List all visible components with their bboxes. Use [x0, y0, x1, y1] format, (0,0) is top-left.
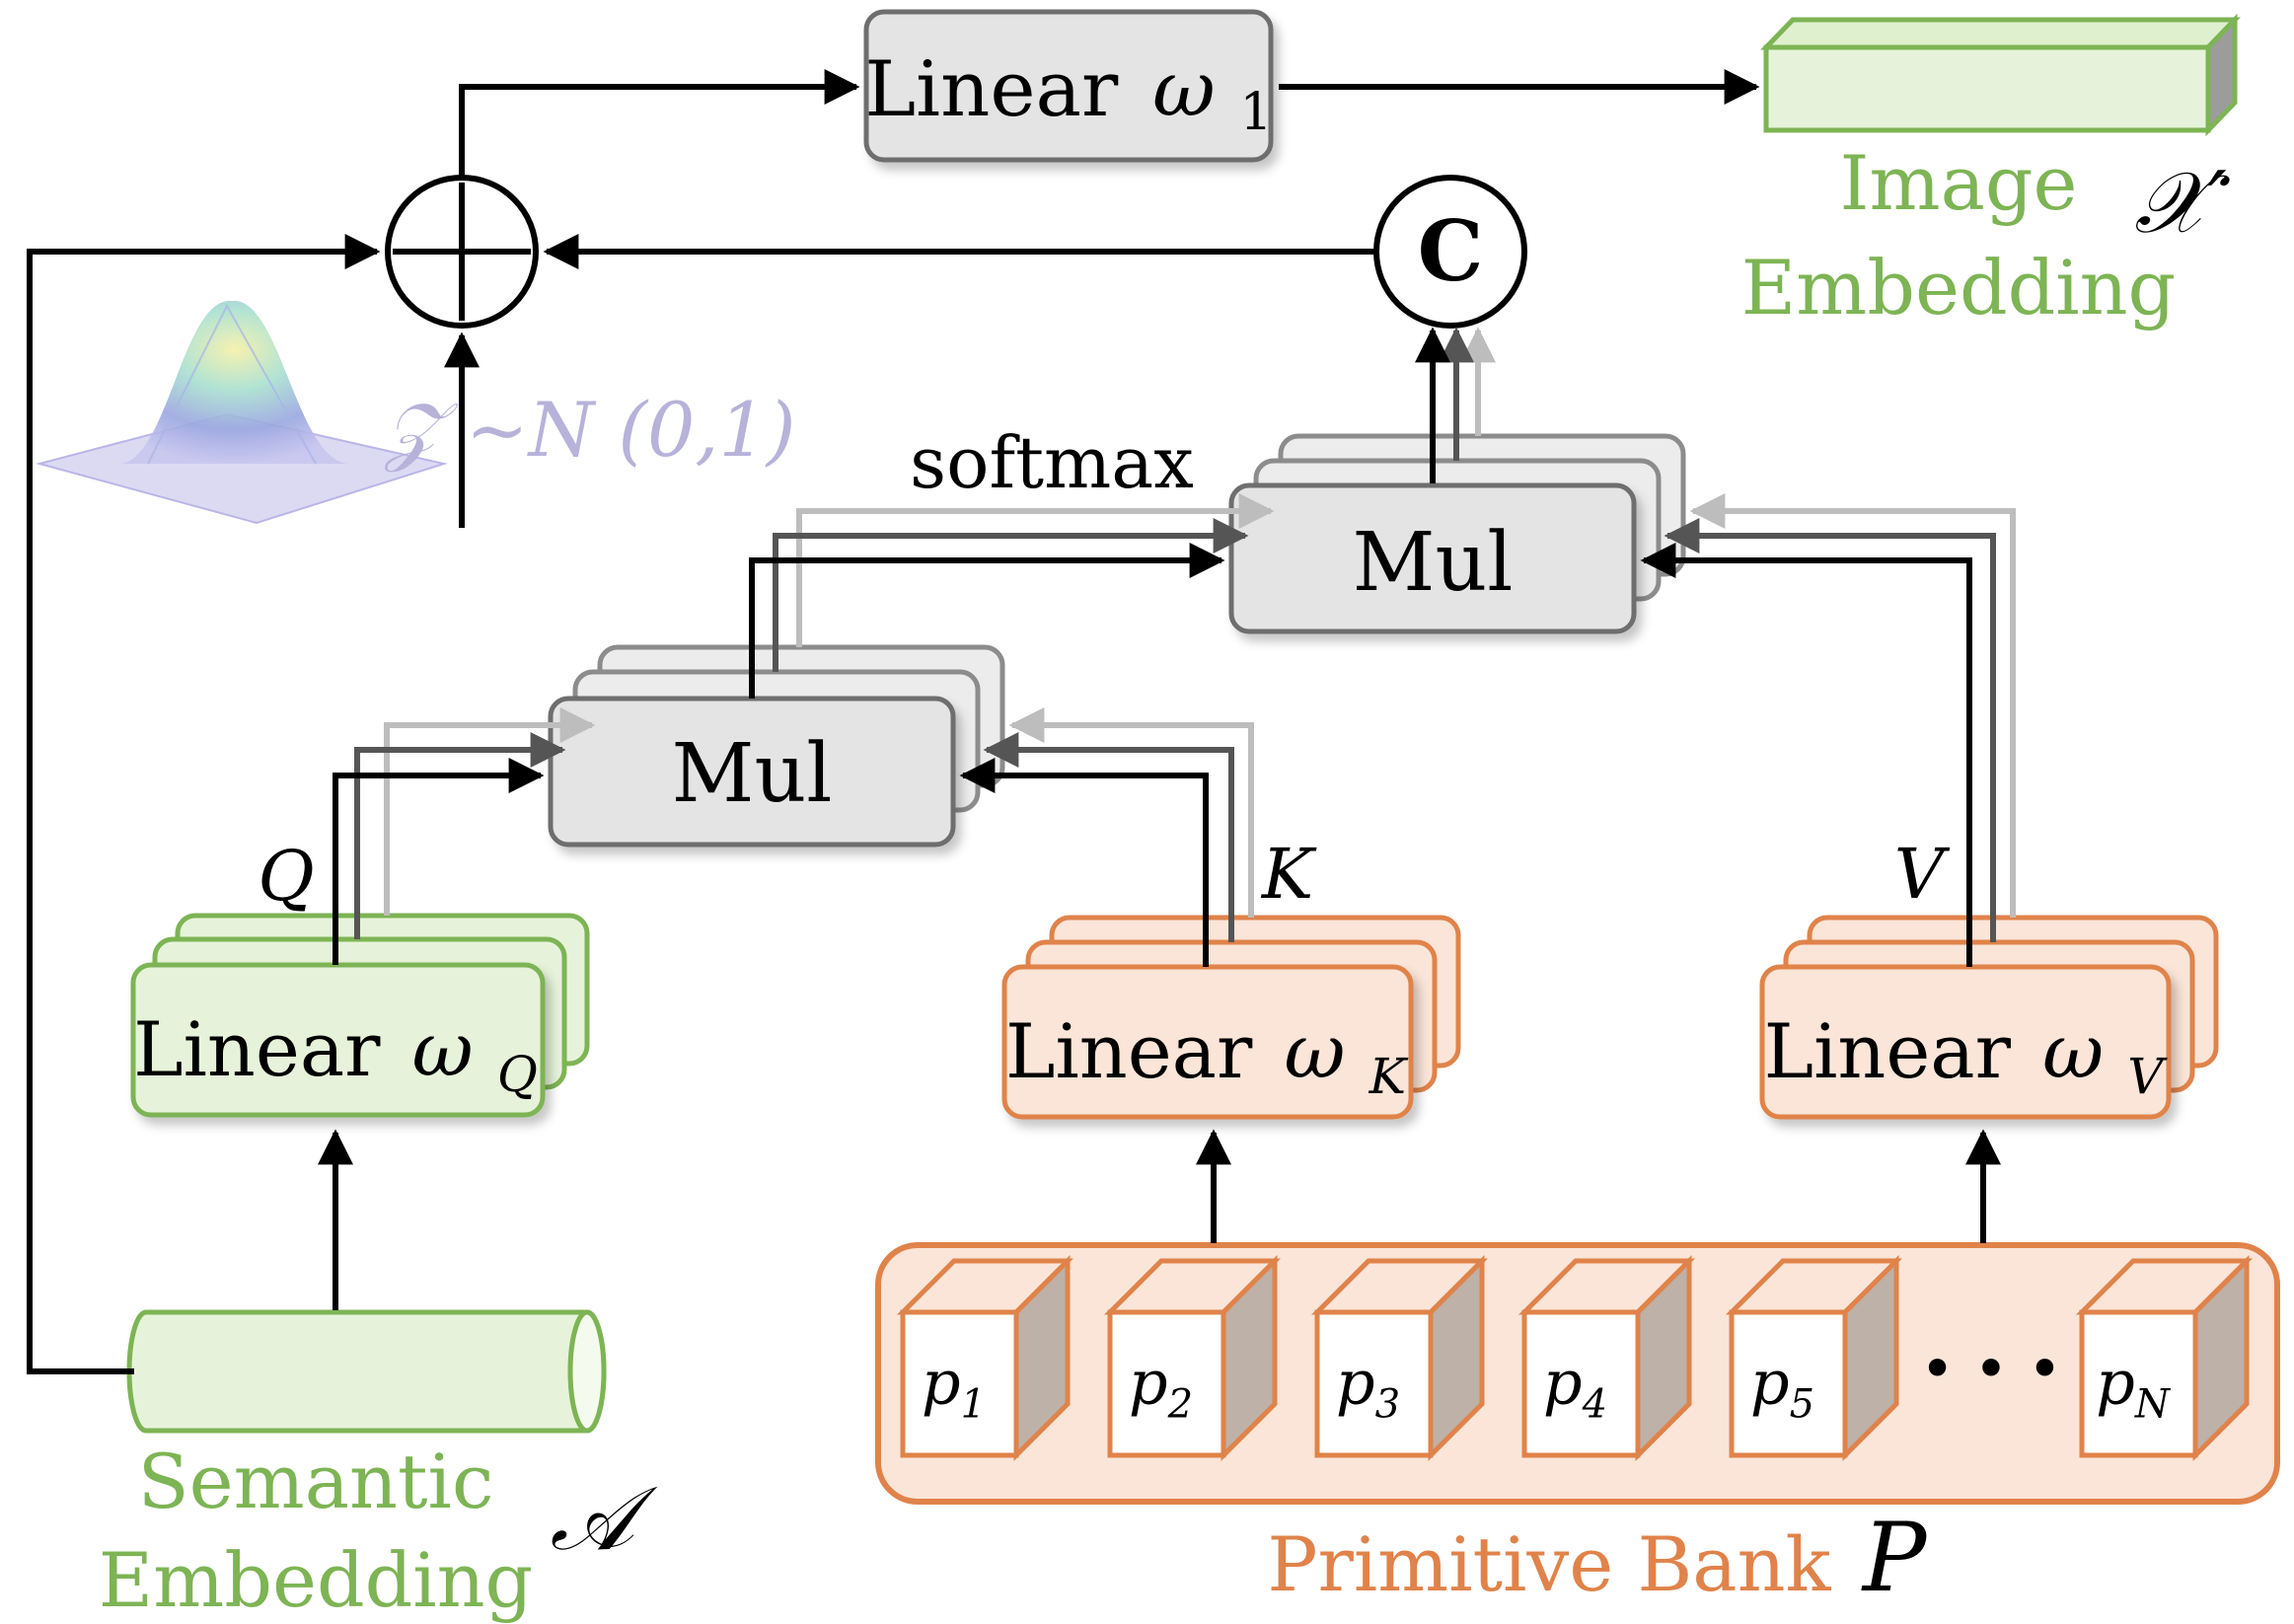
- k-label: K: [1260, 834, 1317, 915]
- linear-wk-block: Linear ω K: [1001, 915, 1461, 1120]
- primitive-label-3: p3: [1336, 1347, 1400, 1428]
- primitive-label-n: pN: [2096, 1347, 2172, 1428]
- omega-k-subscript: K: [1369, 1048, 1409, 1105]
- primitive-cubes: p1 p2 p3 p4 p5 pN: [896, 1254, 2254, 1462]
- primitive-label-5: p5: [1750, 1347, 1814, 1428]
- softmax-label: softmax: [910, 421, 1194, 504]
- edge-qk-to-mul-v-head2: [773, 518, 1249, 672]
- semantic-embedding-symbol: 𝒜: [550, 1467, 658, 1571]
- primitive-label-4: p4: [1543, 1347, 1607, 1428]
- q-label: Q: [258, 836, 314, 917]
- linear-w1-text: Linear: [864, 45, 1119, 134]
- primitive-cube-5: p5: [1725, 1254, 1903, 1462]
- v-label: V: [1894, 834, 1951, 915]
- edge-v-to-mul-head2: [1664, 518, 1996, 942]
- edge-q-to-mul-head2: [354, 732, 566, 939]
- primitive-cube-3: p3: [1310, 1254, 1489, 1462]
- svg-text:Linear ω 1: Linear ω 1: [864, 45, 1272, 142]
- concat-label: C: [1418, 202, 1484, 300]
- primitive-bank-symbol: P: [1861, 1503, 1928, 1613]
- omega-q-symbol: ω: [412, 1005, 474, 1093]
- edge-qk-to-mul-v-head1: [749, 543, 1225, 699]
- edge-k-to-mul-head1: [959, 758, 1209, 967]
- image-embedding-label-1: Image: [1839, 139, 2077, 227]
- mul-qk-block: Mul: [548, 644, 1005, 848]
- primitive-ellipsis: • • •: [1920, 1335, 2062, 1404]
- edge-q-to-mul-head1: [333, 758, 545, 965]
- primitive-cube-2: p2: [1103, 1254, 1282, 1462]
- semantic-embedding-label-1: Semantic: [138, 1438, 494, 1525]
- edge-add-to-linear-w1: [459, 69, 860, 178]
- linear-wq-text: Linear: [133, 1005, 381, 1093]
- edge-v-to-mul-head3: [1689, 493, 2016, 918]
- edge-v-to-mul-head1: [1640, 543, 1972, 967]
- image-embedding-label-2: Embedding: [1741, 244, 2176, 332]
- concat-operator: C: [1373, 175, 1527, 329]
- svg-text:Linear ω V: Linear ω V: [1764, 1007, 2169, 1105]
- edge-k-to-mul-head3: [1008, 707, 1254, 918]
- semantic-embedding-cylinder: [126, 1309, 607, 1434]
- linear-wq-block: Linear ω Q: [130, 913, 590, 1118]
- omega-v-subscript: V: [2127, 1048, 2168, 1105]
- add-operator: [385, 175, 539, 329]
- linear-wv-text: Linear: [1764, 1007, 2012, 1095]
- omega-v-symbol: ω: [2042, 1007, 2104, 1095]
- primitive-cube-1: p1: [896, 1254, 1074, 1462]
- semantic-embedding-label-2: Embedding: [99, 1536, 533, 1624]
- linear-w1-block: Linear ω 1: [863, 9, 1274, 163]
- omega-q-subscript: Q: [497, 1046, 538, 1103]
- mul-qk-label: Mul: [672, 727, 833, 821]
- primitive-cube-4: p4: [1517, 1254, 1696, 1462]
- omega-k-symbol: ω: [1285, 1007, 1346, 1095]
- edge-k-to-mul-head2: [983, 732, 1234, 942]
- primitive-bank-label: Primitive Bank: [1267, 1520, 1831, 1608]
- linear-wk-text: Linear: [1005, 1007, 1253, 1095]
- edge-semantic-skip-to-add: [27, 234, 381, 1374]
- primitive-label-2: p2: [1129, 1347, 1193, 1428]
- primitive-label-1: p1: [922, 1347, 986, 1428]
- image-embedding-symbol: 𝒳′: [2134, 154, 2230, 253]
- primitive-cube-n: pN: [2075, 1254, 2254, 1462]
- image-embedding-bar: [1760, 13, 2241, 137]
- edge-qk-to-mul-v-head3: [796, 493, 1275, 647]
- mul-v-block: Mul: [1228, 433, 1686, 634]
- omega-1-subscript: 1: [1240, 83, 1273, 142]
- gaussian-noise-illustration: [36, 300, 448, 525]
- svg-text:Linear ω K: Linear ω K: [1005, 1007, 1409, 1105]
- edge-q-to-mul-head3: [384, 707, 596, 916]
- linear-wv-block: Linear ω V: [1759, 915, 2219, 1120]
- omega-1-symbol: ω: [1152, 45, 1216, 134]
- svg-text:Linear ω Q: Linear ω Q: [133, 1005, 538, 1103]
- mul-v-label: Mul: [1353, 516, 1514, 610]
- noise-label: 𝒵 ~N (0,1): [383, 386, 796, 474]
